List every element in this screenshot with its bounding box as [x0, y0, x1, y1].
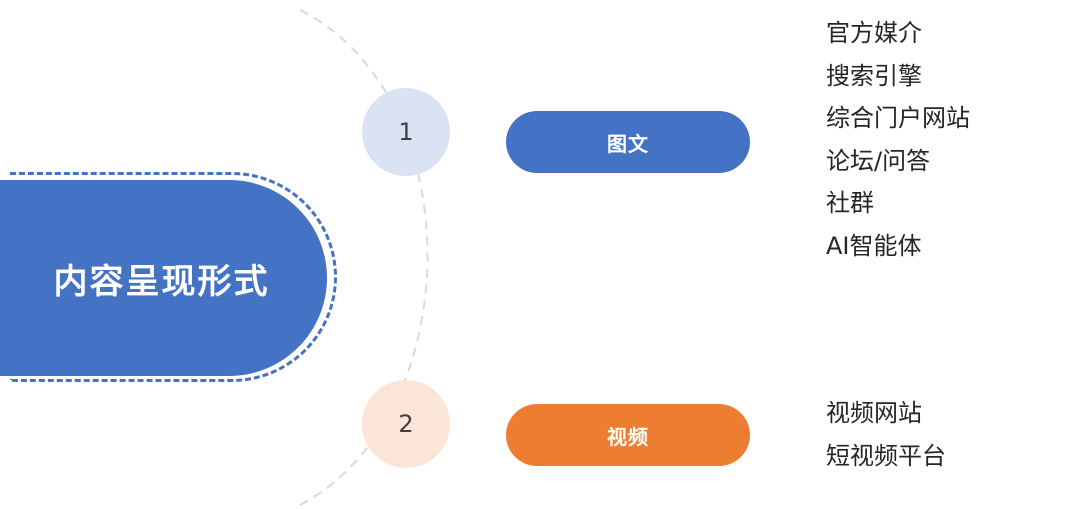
main-title: 内容呈现形式: [53, 261, 270, 302]
list-item: 搜索引擎: [826, 61, 922, 90]
list-item: 综合门户网站: [826, 104, 970, 132]
branch-label-video: 视频: [506, 404, 750, 466]
branch-label-image-text: 图文: [506, 111, 750, 173]
main-node: 内容呈现形式: [0, 180, 327, 376]
list-item: 社群: [826, 189, 874, 217]
list-item: 视频网站: [826, 399, 922, 427]
branch-number-2: 2: [362, 380, 450, 468]
list-item: AI智能体: [826, 231, 922, 260]
branch-2-item-list: 视频网站 短视频平台: [826, 392, 946, 477]
list-item: 短视频平台: [826, 441, 946, 470]
main-node-outline: [10, 172, 337, 382]
list-item: 论坛/问答: [826, 146, 931, 175]
branch-number-1: 1: [362, 88, 450, 176]
list-item: 官方媒介: [826, 19, 922, 47]
branch-1-item-list: 官方媒介 搜索引擎 综合门户网站 论坛/问答 社群 AI智能体: [826, 12, 970, 267]
